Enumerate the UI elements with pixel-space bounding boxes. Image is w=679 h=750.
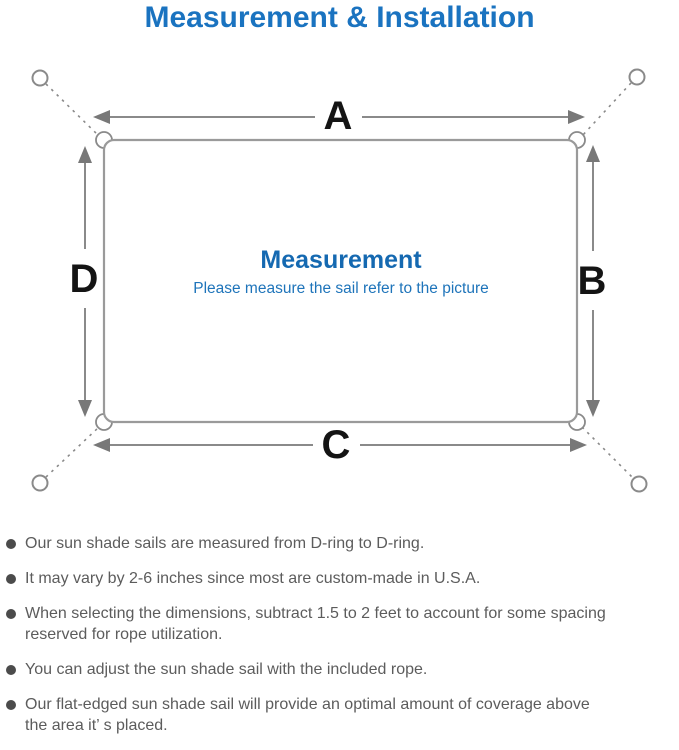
list-item: It may vary by 2-6 inches since most are…: [6, 568, 675, 589]
list-item: Our flat-edged sun shade sail will provi…: [6, 694, 675, 736]
dimension-label-a: A: [324, 94, 353, 138]
list-item: When selecting the dimensions, subtract …: [6, 603, 675, 645]
note-text: Our flat-edged sun shade sail will provi…: [25, 696, 590, 734]
measurement-diagram: A B C D Measurement Please measure the s…: [31, 68, 648, 493]
diagram-heading: Measurement: [260, 246, 422, 274]
guy-line-bottom-right: [581, 426, 634, 479]
notes-list: Our sun shade sails are measured from D-…: [6, 533, 675, 750]
dimension-arrow-c: [93, 438, 587, 452]
bullet-dot: [6, 574, 16, 584]
note-text: When selecting the dimensions, subtract …: [25, 605, 606, 643]
dimension-label-c: C: [322, 423, 351, 467]
diagram-subheading: Please measure the sail refer to the pic…: [193, 280, 489, 297]
guy-line-bottom-left: [45, 426, 100, 478]
list-item: Our sun shade sails are measured from D-…: [6, 533, 675, 554]
bullet-dot: [6, 539, 16, 549]
anchor-point-top-right: [628, 68, 646, 86]
page-title: Measurement & Installation: [144, 1, 535, 34]
dimension-label-d: D: [70, 257, 99, 301]
guy-line-top-right: [581, 82, 632, 137]
note-text: Our sun shade sails are measured from D-…: [25, 535, 425, 552]
sail-outline: [102, 138, 579, 424]
bullet-dot: [6, 665, 16, 675]
dimension-label-b: B: [578, 259, 607, 303]
anchor-point-bottom-left: [31, 474, 49, 492]
dimension-arrow-a: [93, 110, 585, 124]
guy-line-top-left: [45, 83, 100, 137]
note-text: It may vary by 2-6 inches since most are…: [25, 570, 481, 587]
list-item: You can adjust the sun shade sail with t…: [6, 659, 675, 680]
dimension-arrow-b: [586, 145, 600, 417]
anchor-point-top-left: [31, 69, 49, 87]
bullet-dot: [6, 609, 16, 619]
bullet-dot: [6, 700, 16, 710]
anchor-point-bottom-right: [630, 475, 648, 493]
note-text: You can adjust the sun shade sail with t…: [25, 661, 428, 678]
dimension-arrow-d: [78, 146, 92, 417]
